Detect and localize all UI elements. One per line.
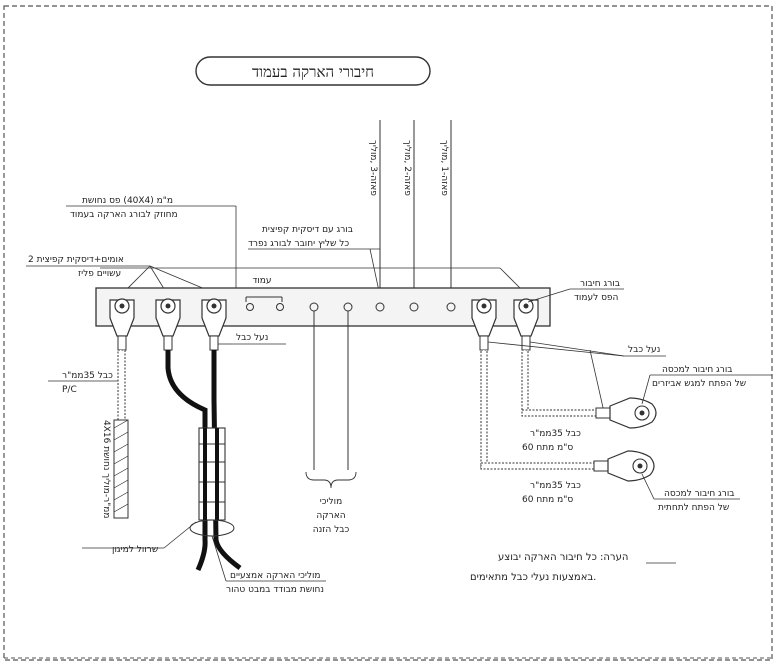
pvc-cable bbox=[117, 349, 126, 421]
ground-conductors-label-3: כבל הזנה bbox=[313, 525, 350, 535]
cable-lug-left-1 bbox=[109, 298, 135, 351]
cable-lug-left-3 bbox=[201, 298, 227, 351]
black-conductor-1 bbox=[165, 350, 208, 572]
right-cable-upper bbox=[521, 349, 601, 417]
copper-strip-label: פס נחושת (40X4) מ"מ bbox=[82, 196, 173, 206]
bolt-pole-leader bbox=[527, 288, 571, 303]
pole-label: עמוד bbox=[252, 276, 271, 286]
strip-hole-3 bbox=[375, 302, 385, 312]
connector-bolt-upper-label-2: של הפתח למגש אביזרים bbox=[652, 379, 746, 389]
bolt-pole-label: בורג חיבור bbox=[580, 279, 620, 289]
ground-copper-leader bbox=[211, 535, 227, 582]
cable-upper-label-2: 60 ס"מ מתח bbox=[522, 443, 573, 453]
pvc-cable-hatch bbox=[113, 419, 129, 513]
strip-hole-5 bbox=[446, 302, 456, 312]
bolt-pole-label-2: הפס לעמוד bbox=[574, 293, 619, 303]
pvc-cable-lower bbox=[113, 419, 129, 519]
pvc-cable-label: כבל 35ממ"ר bbox=[62, 371, 113, 381]
copper-strip-label-2: מחוזק לבורג הארקה בעמוד bbox=[70, 210, 178, 220]
ground-conductor-brace bbox=[305, 471, 357, 489]
pole-hole-2 bbox=[276, 303, 284, 311]
connector-bolt-upper-label: בורג חיבור למכסה bbox=[662, 365, 733, 375]
bolt-washer-label: בורג עם דיסקית קפיצית bbox=[262, 225, 353, 235]
page-title: חיבורי הארקה בעמוד bbox=[252, 63, 374, 81]
ground-conductors-label: מוליכי bbox=[320, 497, 342, 507]
pvc-cable-label-2: P/C bbox=[62, 385, 77, 395]
cable-lug-right-leader-1 bbox=[487, 341, 625, 357]
protection-sleeve bbox=[198, 427, 226, 521]
cable-lower-label-2: 60 ס"מ מתח bbox=[522, 495, 573, 505]
bolt-washer-label-2: כל שליץ יחובר לבורג נפרד bbox=[248, 239, 349, 249]
ground-copper-label-2: נחושת מבודד במבט טהור bbox=[226, 585, 324, 595]
cable-lower-label: כבל 35ממ"ר bbox=[530, 481, 581, 491]
cable-lug-right-2 bbox=[513, 298, 539, 351]
cable-upper-label: כבל 35ממ"ר bbox=[530, 429, 581, 439]
nuts-washer-label: 2 אומים+דיסקית קפיצית bbox=[28, 255, 124, 265]
phase-label-3: פאזה-1 ,מוליך bbox=[439, 140, 449, 196]
cable-lug-right-label: נעל כבל bbox=[628, 345, 660, 355]
connector-bolt-upper-leader bbox=[641, 374, 651, 405]
phase-label-2: פאזה-2 ,מוליך bbox=[402, 140, 412, 196]
protection-sleeve-label: שרוול למיגון bbox=[112, 545, 158, 555]
note-line-2: באמצעות נעלי כבל מתאימים. bbox=[470, 572, 596, 583]
protection-sleeve-leader bbox=[163, 521, 197, 549]
connector-bolt-lower-label-2: של הפתח לתחתית bbox=[658, 503, 729, 513]
black-conductor-2 bbox=[211, 350, 242, 571]
cable-lug-right-1 bbox=[471, 298, 497, 351]
ground-copper-label: מוליכי הארקה אמצעיים bbox=[230, 571, 321, 581]
cable-lug-right-leader-3 bbox=[589, 349, 605, 413]
ground-conductors-label-2: הארקה bbox=[316, 511, 345, 521]
connector-bolt-lower-leader bbox=[641, 473, 655, 500]
note-line-1: הערה: כל חיבור הארקה יבוצע bbox=[498, 552, 628, 563]
cable-lug-right-leader-2 bbox=[529, 341, 625, 357]
nuts-washer-label-2: עשויים פליז bbox=[78, 269, 121, 279]
connector-lug-upper bbox=[595, 397, 657, 429]
connector-lug-lower bbox=[593, 450, 655, 482]
cable-lug-left-label: נעל כבל bbox=[236, 333, 268, 343]
cable-lug-left-2 bbox=[155, 298, 181, 351]
title-frame bbox=[195, 56, 431, 86]
strip-hole-4 bbox=[409, 302, 419, 312]
pole-hole-1 bbox=[246, 303, 254, 311]
diagram-border bbox=[3, 5, 773, 661]
sleeve-ring bbox=[189, 519, 235, 537]
phase-label-1: פאזה-3 ,מוליך bbox=[368, 140, 378, 196]
connector-bolt-lower-label: בורג חיבור למכסה bbox=[664, 489, 735, 499]
vertical-cable-label: 4X16 ממ"ר-מוליך נחושת bbox=[101, 420, 111, 519]
